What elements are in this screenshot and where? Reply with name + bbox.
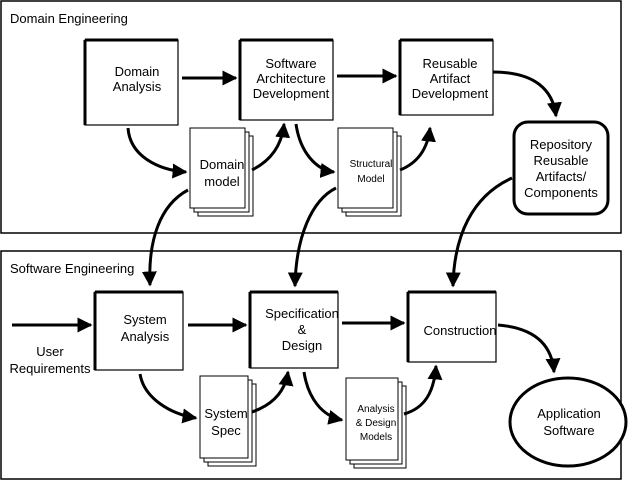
repository-label-line: Reusable [534, 153, 589, 168]
domain-model-doc [189, 127, 254, 217]
arrow-repository-to-construction [445, 176, 513, 288]
arrow-structural-model-to-reusable [399, 126, 436, 172]
specification-design-label-line: Design [282, 338, 322, 353]
system-analysis-label-line: System [123, 312, 166, 327]
repository-box [512, 120, 610, 216]
construction-box [406, 290, 497, 363]
construction-label: Construction [424, 323, 497, 338]
arrow-analysis-models-to-construction [403, 364, 443, 416]
domain-engineering-frame [0, 0, 622, 234]
reusable-artifact-label-line: Artifact [430, 71, 471, 86]
analysis-design-models-label-line: Analysis [357, 404, 394, 415]
user-requirements-label-line: User [36, 344, 64, 359]
user-requirements-label-line: Requirements [10, 361, 91, 376]
arrow-system-spec-to-spec [251, 370, 294, 414]
arrow-domain-analysis-to-domain-model [126, 127, 188, 179]
repository-label-line: Components [524, 185, 598, 200]
structural-model-label-line: Structural [350, 159, 393, 170]
system-analysis-label-line: Analysis [121, 329, 170, 344]
system-spec-label-line: System [204, 406, 247, 421]
application-software-label-line: Application [537, 406, 601, 421]
software-architecture-label-line: Software [265, 56, 316, 71]
software-engineering-title: Software Engineering [10, 261, 134, 276]
repository-label-line: Artifacts/ [536, 169, 587, 184]
domain-analysis-label-line: Analysis [113, 79, 162, 94]
domain-analysis-box [83, 38, 179, 126]
reusable-artifact-label-line: Reusable [423, 56, 478, 71]
software-architecture-label-line: Development [253, 86, 330, 101]
reusable-artifact-label-line: Development [412, 86, 489, 101]
reusable-artifact-box [398, 38, 494, 116]
analysis-design-models-label-line: & Design [356, 418, 397, 429]
specification-design-label-line: Specification [265, 306, 339, 321]
analysis-design-models-doc [345, 377, 407, 469]
arrow-construction-to-application [497, 323, 561, 374]
arrow-spec-to-analysis-models [302, 371, 344, 425]
software-architecture-box [238, 38, 334, 121]
arrow-arch-to-structural-model [294, 123, 336, 178]
software-engineering-frame [0, 250, 622, 480]
repository-label-line: Repository [530, 137, 593, 152]
specification-design-label: Specification&Design [265, 306, 339, 353]
application-software-ellipse [508, 376, 628, 468]
arrow-domain-model-to-arch [251, 122, 291, 172]
domain-model-label: Domain model [200, 157, 245, 189]
software-architecture-label-line: Architecture [256, 71, 325, 86]
domain-model-label-line: Domain [200, 157, 245, 172]
analysis-design-models-label-line: Models [360, 432, 392, 443]
construction-label-line: Construction [424, 323, 497, 338]
domain-model-label-line: model [204, 174, 240, 189]
structural-model-doc [337, 127, 402, 217]
arrow-system-analysis-to-system-spec [138, 373, 198, 424]
application-software-label-line: Software [543, 423, 594, 438]
arrow-reusable-to-repository [492, 70, 562, 118]
domain-analysis-label-line: Domain [115, 64, 160, 79]
specification-design-label-line: & [298, 322, 307, 337]
structural-model-label-line: Model [357, 174, 384, 185]
arrow-structural-model-to-spec [287, 186, 337, 288]
system-spec-doc [199, 375, 257, 467]
domain-engineering-title: Domain Engineering [10, 11, 128, 26]
system-spec-label-line: Spec [211, 423, 241, 438]
specification-design-box [248, 290, 339, 369]
arrow-domain-model-to-system-analysis [141, 188, 189, 287]
system-analysis-box [93, 290, 184, 371]
